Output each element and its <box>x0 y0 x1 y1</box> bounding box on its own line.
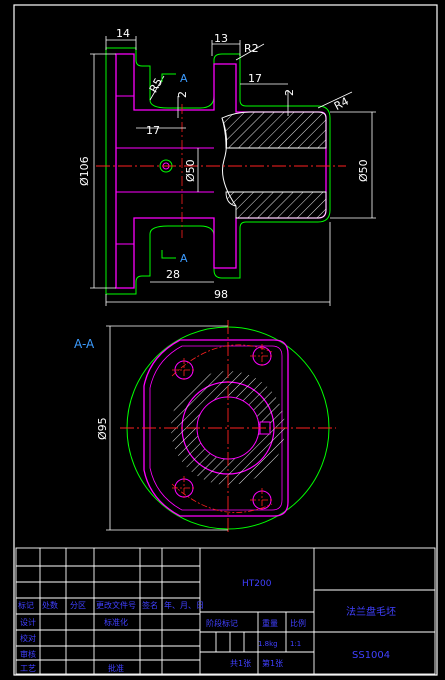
dim-r2: R2 <box>244 42 259 55</box>
dim-r5: R5 <box>147 76 166 95</box>
dim-2-right: 2 <box>283 89 296 96</box>
tb-drawing-number: SS1004 <box>352 650 390 661</box>
tb-sheet-number: 第1张 <box>262 658 283 668</box>
tb-row-check: 校对 <box>20 633 36 643</box>
blank-outline <box>105 47 331 295</box>
flange-outline <box>143 339 289 517</box>
tb-row-design: 设计 <box>20 617 36 627</box>
tb-scale-value: 1:1 <box>290 640 301 648</box>
break-curve <box>221 117 237 207</box>
section-mark-top: A <box>180 72 188 85</box>
tb-row-approve: 批准 <box>108 663 124 673</box>
section-view: A-A <box>74 320 336 534</box>
tb-row-standard: 标准化 <box>104 617 128 627</box>
title-block <box>15 547 436 675</box>
hub-hatch-ring <box>171 371 285 485</box>
dim-17-right: 17 <box>248 72 262 85</box>
section-hatch-bottom <box>225 191 327 219</box>
dim-13: 13 <box>214 32 228 45</box>
tb-header-mark: 标记 <box>18 600 34 610</box>
dim-r4: R4 <box>332 95 351 113</box>
dim-phi106: Ø106 <box>78 156 91 186</box>
tb-weight-label: 重量 <box>262 618 278 628</box>
tb-header-count: 处数 <box>42 600 58 610</box>
dim-2-left: 2 <box>176 91 189 98</box>
tb-header-zone: 分区 <box>70 601 86 610</box>
tb-stage-label: 阶段标记 <box>206 618 238 628</box>
flange-outline-inner <box>149 345 283 511</box>
dim-14: 14 <box>116 27 130 40</box>
tb-weight-value: 1.8kg <box>258 640 278 648</box>
tb-header-signature: 签名 <box>142 600 158 610</box>
dim-phi95: Ø95 <box>96 417 109 440</box>
bore-circle <box>196 396 260 460</box>
section-hatch-top <box>221 111 327 149</box>
tb-part-name: 法兰盘毛坯 <box>346 605 396 618</box>
drawing-frame <box>13 4 438 676</box>
tb-row-review: 审核 <box>20 649 36 659</box>
tb-row-process: 工艺 <box>20 664 36 673</box>
dim-phi50-inner: Ø50 <box>184 159 197 182</box>
dim-phi50-outer: Ø50 <box>357 159 370 182</box>
front-view: 14 13 R2 R5 2 17 17 2 R4 Ø106 Ø50 Ø50 28… <box>78 27 376 306</box>
tb-sheets-total: 共1张 <box>230 659 251 668</box>
section-mark-bottom: A <box>180 252 188 265</box>
dim-98: 98 <box>214 288 228 301</box>
tb-header-date: 年、月、日 <box>164 600 204 610</box>
tb-header-change-doc: 更改文件号 <box>96 600 136 610</box>
dim-17-left: 17 <box>146 124 160 137</box>
section-view-label: A-A <box>74 337 95 351</box>
tb-scale-label: 比例 <box>290 618 306 628</box>
tb-material: HT200 <box>242 579 272 589</box>
dim-28: 28 <box>166 268 180 281</box>
